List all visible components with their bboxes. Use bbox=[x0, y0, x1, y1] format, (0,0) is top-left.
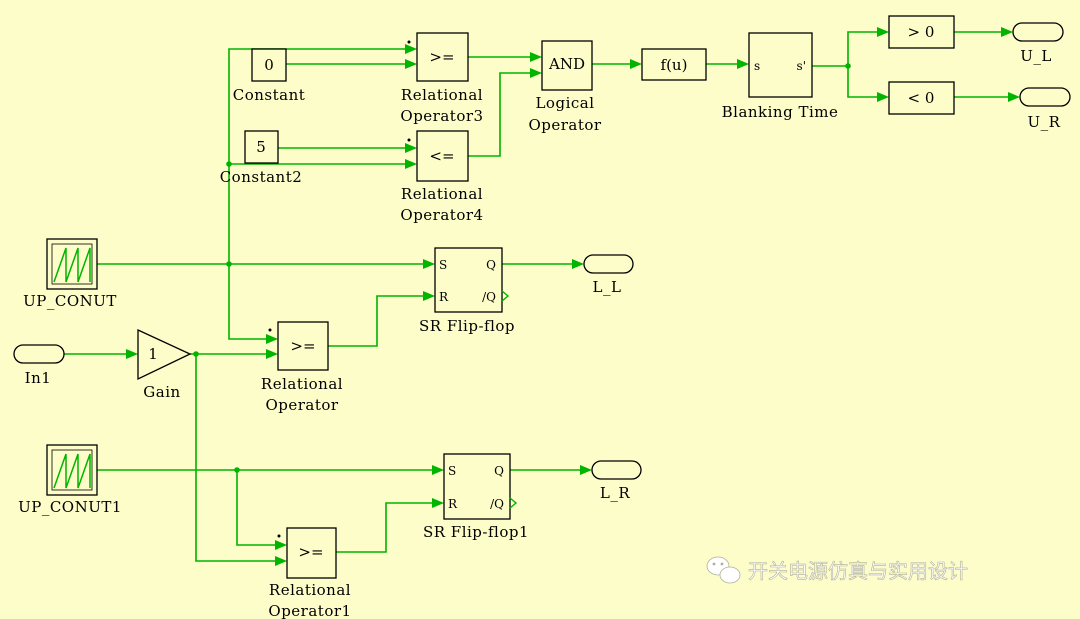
blanking-in-port: s bbox=[754, 59, 760, 73]
constant2-value: 5 bbox=[256, 138, 266, 156]
up-conut-label: UP_CONUT bbox=[23, 292, 117, 310]
blanking-time-block[interactable]: s s' bbox=[748, 32, 813, 98]
relational-operator3-label-1: Relational bbox=[401, 86, 483, 104]
signal-wires bbox=[64, 31, 1008, 562]
relational-operator3-label-2: Operator3 bbox=[400, 107, 483, 125]
relational-operator1-symbol: >= bbox=[298, 543, 323, 561]
sawtooth-icon bbox=[53, 247, 91, 283]
outport-lr[interactable] bbox=[591, 460, 642, 480]
logical-operator-label-2: Operator bbox=[528, 116, 601, 134]
blanking-out-port: s' bbox=[797, 59, 806, 73]
constant-value: 0 bbox=[264, 56, 274, 74]
relational-operator3-symbol: >= bbox=[429, 48, 454, 66]
constant2-block[interactable]: 5 bbox=[244, 130, 279, 164]
logical-operator-label-1: Logical bbox=[535, 94, 594, 112]
logical-operator-symbol: AND bbox=[548, 55, 585, 73]
outport-ul-label: U_L bbox=[1020, 47, 1052, 65]
sr-flip-flop1-s-port: S bbox=[448, 464, 456, 478]
relational-operator1-label-1: Relational bbox=[269, 581, 351, 599]
relational-operator1-block[interactable]: >= bbox=[277, 527, 337, 579]
sr-flip-flop1-label: SR Flip-flop1 bbox=[423, 523, 529, 541]
constant-label: Constant bbox=[233, 86, 306, 104]
gain-value: 1 bbox=[148, 345, 158, 363]
outport-lr-label: L_R bbox=[600, 484, 630, 502]
outport-ul[interactable] bbox=[1012, 22, 1064, 42]
relational-operator4-label-2: Operator4 bbox=[400, 206, 483, 224]
watermark: 开关电源仿真与实用设计 bbox=[706, 556, 968, 584]
inport-in1[interactable] bbox=[13, 344, 65, 364]
sr-flip-flop-s-port: S bbox=[439, 258, 447, 272]
constant2-label: Constant2 bbox=[220, 168, 303, 186]
up-conut-block[interactable] bbox=[46, 238, 98, 290]
relational-operator-block[interactable]: >= bbox=[268, 321, 329, 371]
relational-operator4-symbol: <= bbox=[429, 147, 454, 165]
inport-in1-label: In1 bbox=[25, 369, 52, 387]
sr-flip-flop-block[interactable]: S R Q /Q bbox=[434, 247, 510, 313]
relational-operator3-block[interactable]: >= bbox=[407, 32, 469, 82]
relational-operator1-label-2: Operator1 bbox=[268, 602, 351, 619]
sr-flip-flop1-nq-port: /Q bbox=[490, 497, 504, 511]
fcn-symbol: f(u) bbox=[661, 56, 688, 74]
relational-operator-label-1: Relational bbox=[261, 375, 343, 393]
compare-lt-zero-block[interactable]: < 0 bbox=[888, 81, 955, 115]
branch-points bbox=[193, 63, 851, 473]
compare-lt-symbol: < 0 bbox=[908, 89, 935, 107]
sawtooth-icon bbox=[53, 453, 91, 489]
relational-operator-label-2: Operator bbox=[265, 396, 338, 414]
outport-ur-label: U_R bbox=[1028, 113, 1061, 131]
sr-flip-flop1-q-port: Q bbox=[494, 464, 504, 478]
outport-ll[interactable] bbox=[583, 254, 634, 274]
relational-operator4-label-1: Relational bbox=[401, 185, 483, 203]
up-conut1-block[interactable] bbox=[46, 444, 98, 496]
sr-flip-flop-label: SR Flip-flop bbox=[419, 317, 515, 335]
gain-label: Gain bbox=[143, 383, 180, 401]
wechat-icon bbox=[706, 556, 741, 584]
sr-flip-flop-q-port: Q bbox=[486, 258, 496, 272]
relational-operator-symbol: >= bbox=[290, 337, 315, 355]
watermark-text: 开关电源仿真与实用设计 bbox=[748, 559, 968, 583]
sr-flip-flop-nq-port: /Q bbox=[482, 290, 496, 304]
sr-flip-flop-r-port: R bbox=[439, 290, 449, 304]
logical-operator-block[interactable]: AND bbox=[541, 40, 593, 91]
blanking-time-label: Blanking Time bbox=[722, 103, 839, 121]
compare-gt-zero-block[interactable]: > 0 bbox=[888, 15, 955, 49]
up-conut1-label: UP_CONUT1 bbox=[18, 498, 122, 516]
outport-ur[interactable] bbox=[1019, 87, 1071, 107]
sr-flip-flop1-r-port: R bbox=[448, 497, 458, 511]
fcn-block[interactable]: f(u) bbox=[641, 48, 707, 81]
sr-flip-flop1-block[interactable]: S R Q /Q bbox=[443, 453, 518, 520]
outport-ll-label: L_L bbox=[593, 278, 622, 296]
relational-operator4-block[interactable]: <= bbox=[407, 130, 469, 182]
compare-gt-symbol: > 0 bbox=[908, 23, 935, 41]
gain-block[interactable]: 1 bbox=[137, 328, 192, 381]
constant-block[interactable]: 0 bbox=[251, 48, 287, 82]
wire-arrowheads bbox=[126, 27, 1020, 566]
